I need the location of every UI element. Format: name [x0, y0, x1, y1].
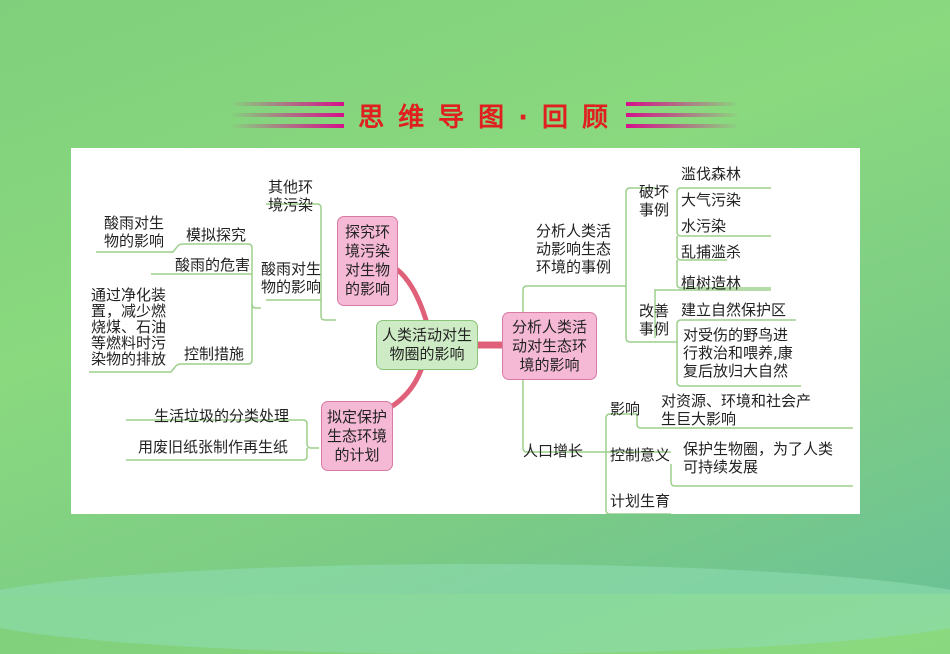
node-simulate-explore: 模拟探究 [186, 226, 247, 244]
node-acid-rain-harm: 酸雨的危害 [175, 256, 251, 274]
node-nature-reserve: 建立自然保护区 [681, 301, 787, 319]
node-control-detail: 通过净化装 置，减少燃 烧煤、石油 等燃料时污 染物的排放 [91, 286, 167, 368]
node-improve-examples: 改善 事例 [639, 302, 670, 338]
background-wave [0, 564, 950, 654]
node-rescue-birds: 对受伤的野鸟进 行救治和喂养,康 复后放归大自然 [683, 326, 793, 380]
node-other-pollution: 其他环 境污染 [268, 178, 314, 214]
node-recycle-paper: 用废旧纸张制作再生纸 [138, 438, 289, 456]
title-banner: 思维导图·回顾 [230, 98, 741, 133]
node-poaching: 乱捕滥杀 [681, 243, 742, 261]
node-explore-pollution: 探究环 境污染 对生物 的影响 [337, 216, 398, 306]
node-control-detail: 保护生物圈，为了人类 可持续发展 [683, 440, 834, 476]
node-air-pollution: 大气污染 [681, 191, 742, 209]
node-acid-rain-detail: 酸雨对生 物的影响 [104, 214, 165, 250]
mindmap-panel: 人类活动对生 物圈的影响 探究环 境污染 对生物 的影响 其他环 境污染 酸雨对… [71, 148, 860, 514]
node-afforestation: 植树造林 [681, 274, 742, 292]
page-title: 思维导图·回顾 [358, 102, 622, 133]
node-garbage-sorting: 生活垃圾的分类处理 [154, 407, 290, 425]
node-analyze-impact: 分析人类活 动对生态环 境的影响 [502, 312, 597, 380]
node-impact: 影响 [610, 400, 641, 418]
node-impact-detail: 对资源、环境和社会产 生巨大影响 [661, 392, 812, 428]
node-acid-rain-effects: 酸雨对生 物的影响 [261, 260, 322, 296]
node-analyze-examples: 分析人类活 动影响生态 环境的事例 [536, 222, 612, 276]
title-stripes-right [625, 102, 741, 128]
node-damage-examples: 破坏 事例 [639, 183, 670, 219]
node-control-measures: 控制措施 [184, 345, 245, 363]
node-deforestation: 滥伐森林 [681, 165, 742, 183]
center-node: 人类活动对生 物圈的影响 [376, 320, 478, 370]
connector-lines [89, 187, 853, 514]
title-stripes-left [230, 102, 345, 128]
node-family-planning: 计划生育 [610, 492, 671, 510]
node-water-pollution: 水污染 [681, 217, 727, 235]
node-protection-plan: 拟定保护 生态环境 的计划 [321, 401, 393, 471]
node-population-growth: 人口增长 [523, 442, 584, 460]
node-control-significance: 控制意义 [610, 446, 671, 464]
